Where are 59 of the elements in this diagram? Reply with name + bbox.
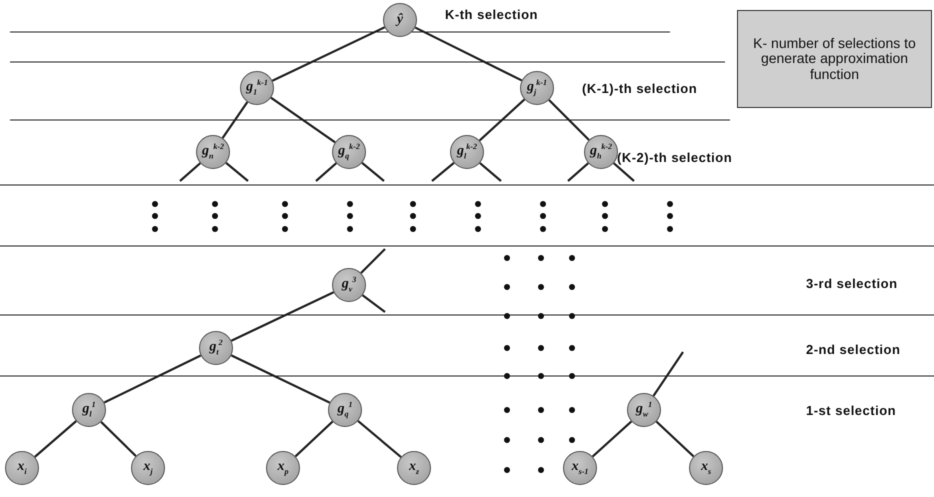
connector-line [222, 101, 248, 139]
level-label: K-th selection [445, 7, 538, 22]
tree-node-circle [328, 393, 362, 427]
tree-node-circle [72, 393, 106, 427]
connector-line [414, 26, 522, 82]
tree-node-circle [584, 135, 618, 169]
connector-line [361, 162, 385, 182]
note-box [737, 10, 932, 108]
connector-line [100, 421, 137, 457]
tree-node-circle [689, 451, 723, 485]
level-label: (K-2)-th selection [617, 150, 732, 165]
node-symbol: ŷ [396, 13, 404, 27]
node-symbol: x$_{j}$ [143, 460, 153, 476]
connector-line [225, 162, 249, 182]
connector-line [656, 420, 694, 458]
node-symbol: x$_{i}$ [17, 460, 27, 476]
connector-line [548, 99, 590, 141]
connector-line [357, 420, 402, 458]
level-label: 3-rd selection [806, 276, 898, 291]
connector-line [362, 294, 386, 313]
connector-line [230, 291, 334, 342]
node-symbol: x$_{z}$ [408, 460, 420, 476]
tree-node-circle [383, 3, 417, 37]
connector-line [294, 420, 334, 458]
tree-node-circle [563, 451, 597, 485]
connector-line [179, 162, 201, 182]
tree-node-circle [196, 135, 230, 169]
tree-node-circle [332, 135, 366, 169]
connector-line [478, 98, 526, 142]
connector-line [360, 248, 386, 274]
connector-line [230, 354, 330, 404]
connector-line [652, 351, 684, 396]
node-symbol: x$_{s}$ [700, 460, 712, 476]
tree-node-circle [240, 71, 274, 105]
tree-node-circle [266, 451, 300, 485]
tree-node-circle [5, 451, 39, 485]
tree-node-circle [199, 331, 233, 365]
tree-node-circle [131, 451, 165, 485]
connector-line [270, 96, 336, 144]
connector-line [315, 162, 337, 182]
node-symbol: x$_{s-1}$ [572, 460, 588, 476]
level-label: 2-nd selection [806, 342, 900, 357]
connector-line [567, 162, 589, 182]
connector-line [431, 162, 455, 182]
connector-line [34, 420, 77, 458]
level-label: (K-1)-th selection [582, 81, 698, 96]
tree-node-circle [520, 71, 554, 105]
connector-line [479, 162, 502, 182]
tree-node-circle [450, 135, 484, 169]
level-label: 1-st selection [806, 403, 896, 418]
connector-line [272, 26, 386, 82]
connector-line [592, 420, 632, 458]
tree-node-circle [332, 268, 366, 302]
connector-line [613, 162, 635, 182]
tree-node-circle [397, 451, 431, 485]
node-symbol: x$_{p}$ [278, 460, 288, 476]
note-text: K- number of selections to generate approximation function [752, 36, 917, 82]
tree-node-circle [627, 393, 661, 427]
connector-line [104, 354, 202, 404]
